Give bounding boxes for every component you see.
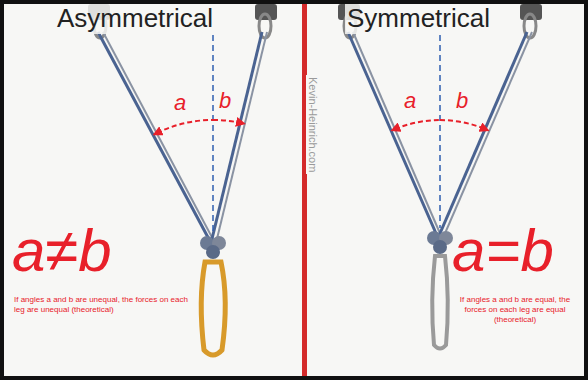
panel-heading: Asymmetrical — [55, 4, 215, 34]
equation-label: a≠b — [12, 216, 112, 285]
angle-label: a — [404, 88, 416, 113]
angle-label: b — [219, 88, 231, 113]
note-text: If angles a and b are unequal, the force… — [14, 295, 194, 315]
angle-label: b — [456, 88, 468, 113]
left-panel — [4, 4, 302, 376]
right-panel — [307, 4, 584, 376]
panel-heading: Symmetrical — [345, 4, 492, 34]
equation-label: a=b — [452, 216, 554, 285]
divider — [302, 4, 307, 376]
angle-label: a — [174, 90, 186, 115]
watermark: Kevin-Heinrich.com — [306, 75, 319, 174]
note-text: If angles a and b are equal, the forces … — [452, 295, 578, 325]
